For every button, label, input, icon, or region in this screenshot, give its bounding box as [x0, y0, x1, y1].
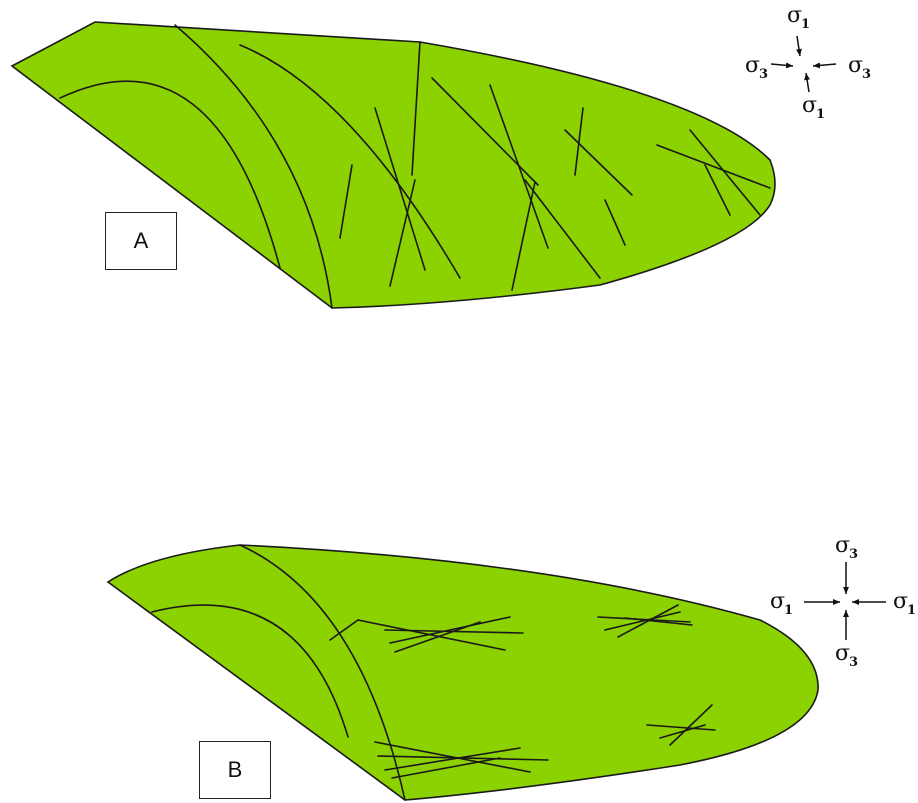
panel-a-sigma-bottom: σ	[802, 93, 817, 118]
panel-a-sigma-left-subscript: 3	[759, 67, 768, 82]
panel-a-arrow-top	[797, 36, 800, 56]
panel-a-sigma-top: σ	[787, 3, 802, 28]
panel-b-sigma-top-subscript: 3	[849, 547, 858, 562]
panel-b-sigma-top: σ	[835, 533, 850, 558]
panel-b-label: B	[199, 741, 271, 799]
panel-a-arrow-bottom	[806, 73, 809, 92]
panel-a-sigma-bottom-subscript: 1	[816, 107, 825, 122]
panel-a-sigma-right-subscript: 3	[862, 67, 871, 82]
panel-a-stress-symbol: σ 1 σ 3 σ 3 σ 1	[745, 3, 871, 122]
panel-b-sigma-left: σ	[770, 589, 785, 614]
panel-b-sigma-right: σ	[893, 589, 908, 614]
panel-b-sigma-bottom: σ	[835, 641, 850, 666]
panel-a-arrow-right	[813, 64, 836, 66]
panel-b-sigma-left-subscript: 1	[784, 603, 793, 618]
panel-b-sigma-bottom-subscript: 3	[849, 655, 858, 670]
panel-a-sigma-right: σ	[848, 53, 863, 78]
panel-a-sigma-left: σ	[745, 53, 760, 78]
panel-a-sigma-top-subscript: 1	[801, 17, 810, 32]
panel-b-sigma-right-subscript: 1	[907, 603, 916, 618]
panel-a-label: A	[105, 212, 177, 270]
panel-a-arrow-left	[771, 64, 793, 66]
